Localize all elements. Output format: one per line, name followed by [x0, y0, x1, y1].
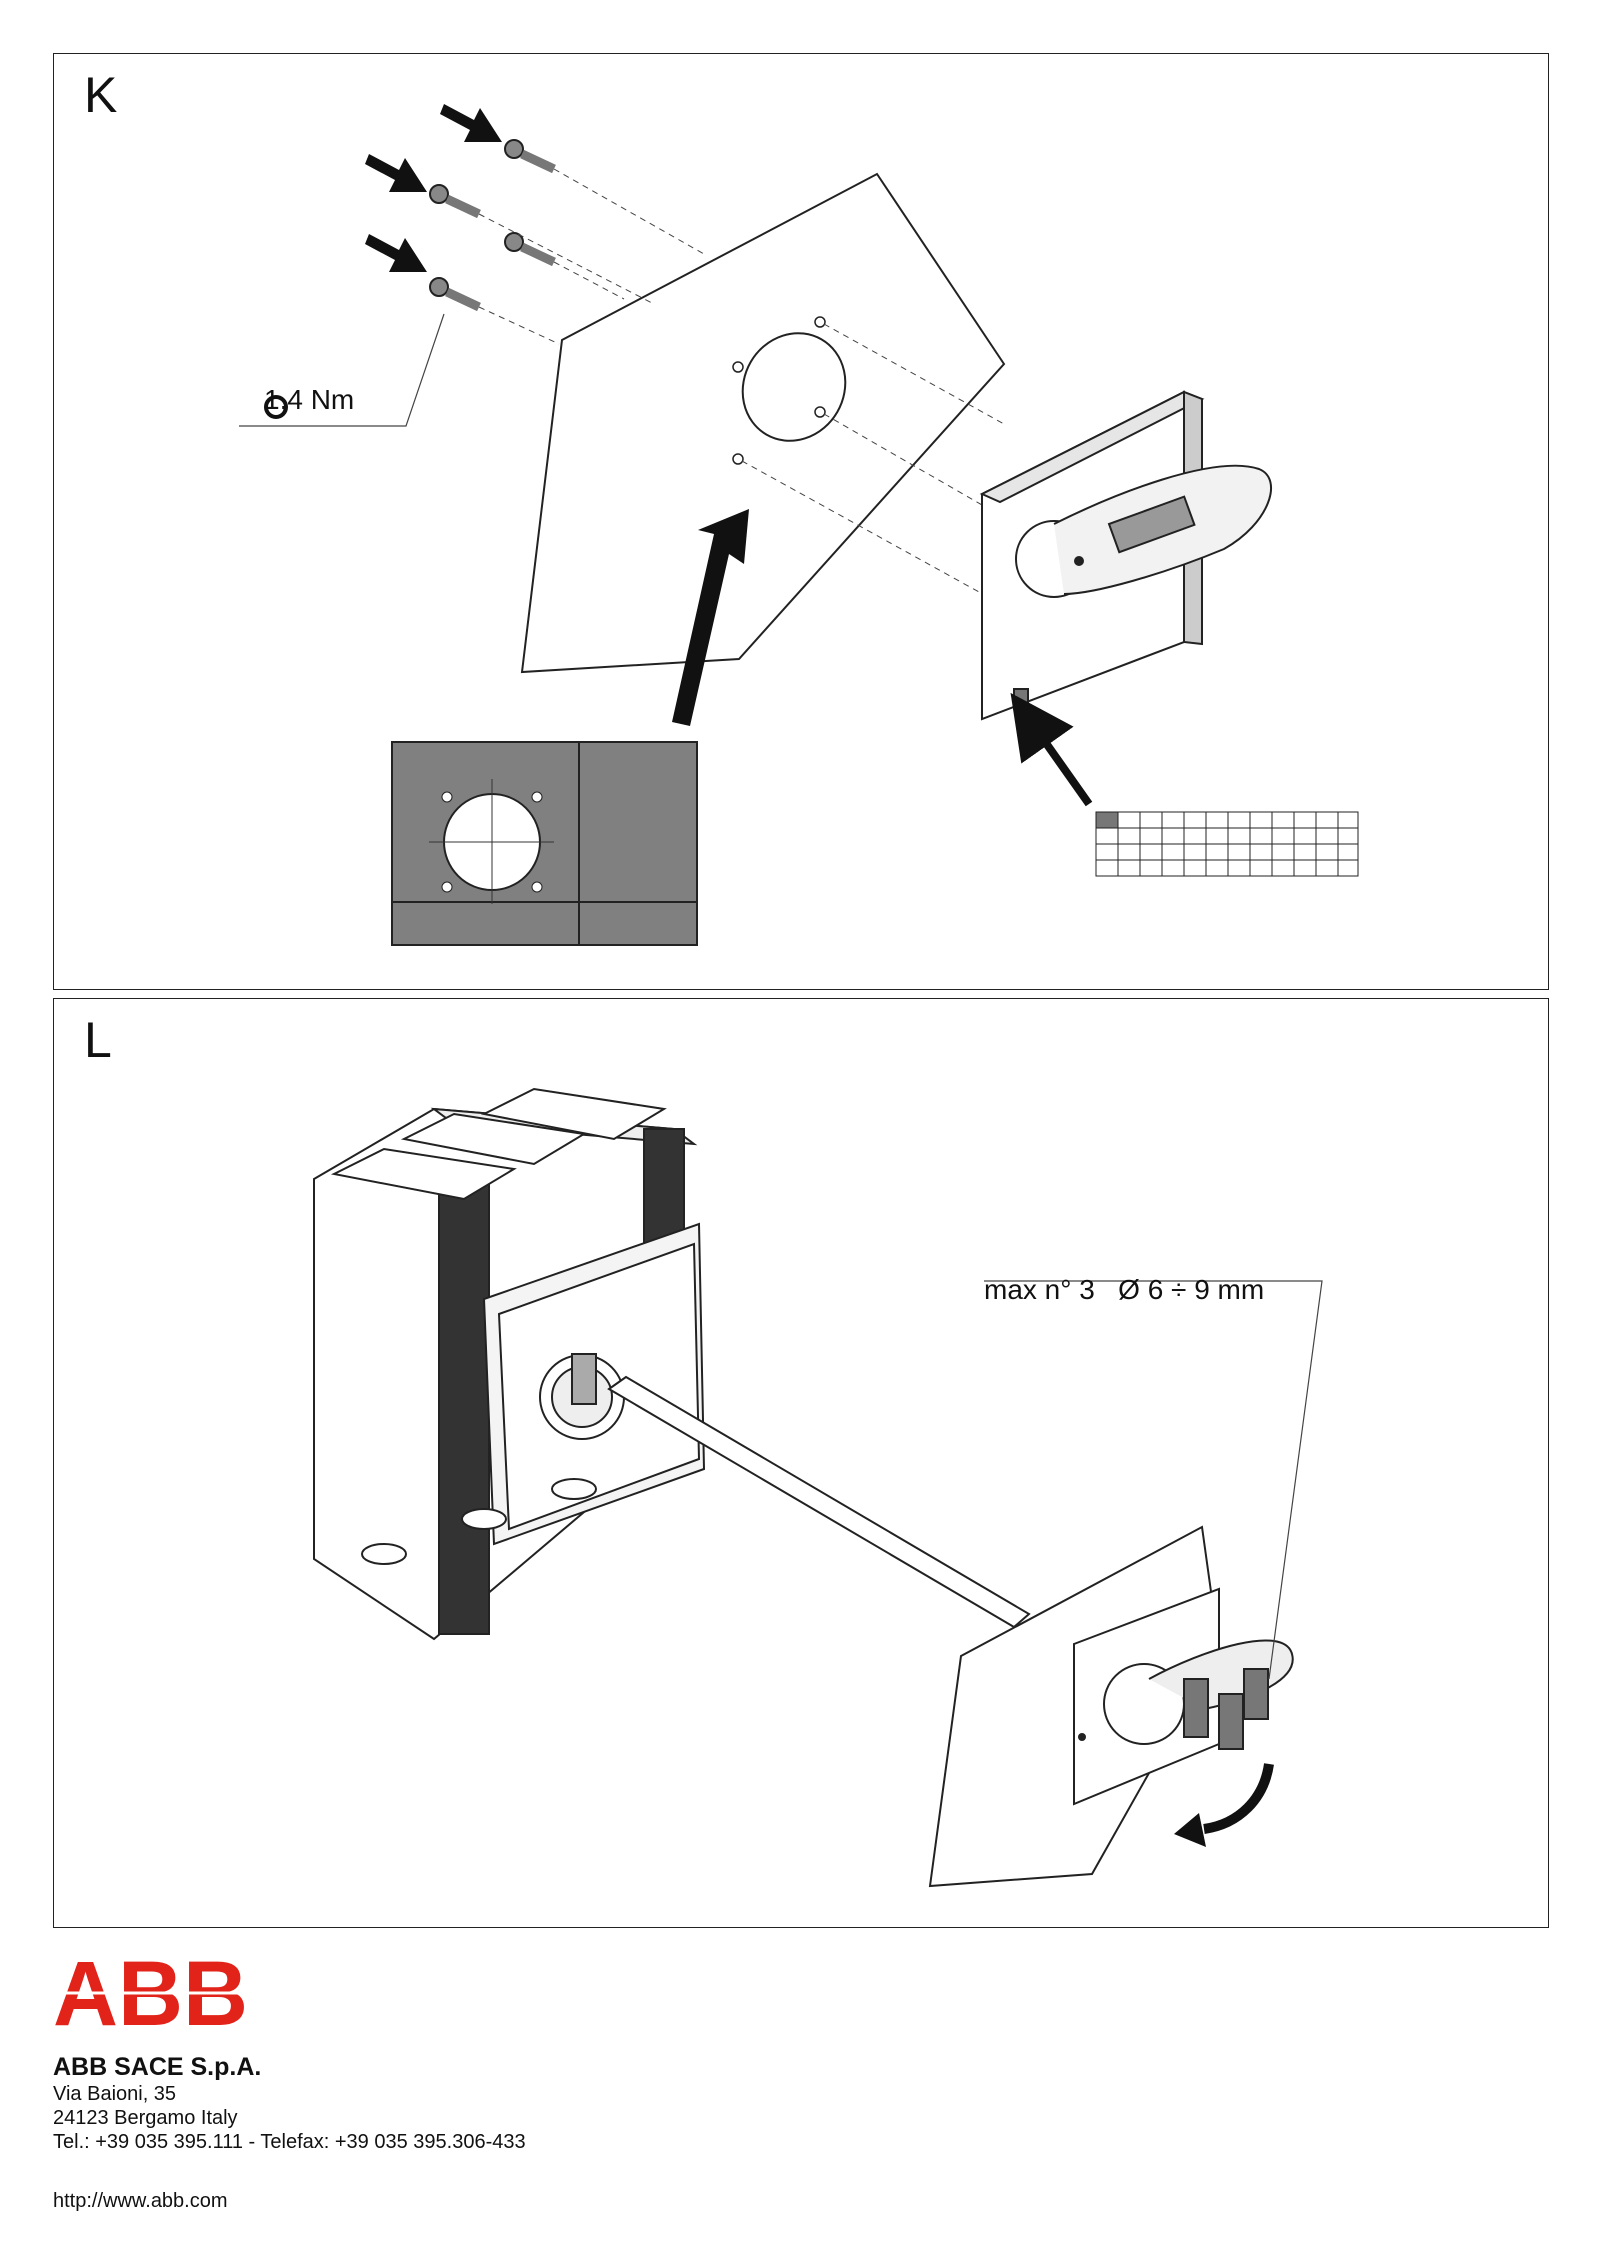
- rotation-arrow: [1203, 1763, 1274, 1834]
- circuit-breaker: [313, 1087, 706, 1641]
- insert-arrow: [672, 509, 749, 726]
- padlocked-handle: [1073, 1587, 1294, 1806]
- panel-k: K: [53, 53, 1549, 990]
- handle-unit: [979, 390, 1273, 721]
- panel-l-letter: L: [84, 1012, 112, 1068]
- extension-shaft: [607, 1375, 1031, 1629]
- screw-2: [429, 184, 481, 219]
- panel-l: L: [53, 998, 1549, 1928]
- panel-k-drawing: [239, 104, 1359, 946]
- footer: ABB ABB SACE S.p.A. Via Baioni, 35 24123…: [53, 1945, 753, 2245]
- torque-icon: [264, 395, 288, 419]
- abb-logo: ABB: [53, 1945, 253, 2035]
- padlock-spec: max n° 3 Ø 6 ÷ 9 mm: [984, 1274, 1265, 1305]
- door-cutout: [741, 332, 847, 442]
- website-link[interactable]: http://www.abb.com: [53, 2190, 228, 2212]
- screw-4: [429, 277, 481, 312]
- panel-k-letter: K: [84, 67, 118, 123]
- cutout-template: [391, 741, 698, 946]
- address-street: Via Baioni, 35: [53, 2083, 177, 2105]
- panel-l-drawing: [313, 1087, 1323, 1888]
- screw-1: [504, 139, 556, 174]
- company-name: ABB SACE S.p.A.: [53, 2053, 262, 2081]
- abb-logo-text: ABB: [53, 1945, 248, 2035]
- torque-value: 1,4 Nm: [264, 384, 355, 415]
- screw-3: [504, 232, 556, 267]
- address-city: 24123 Bergamo Italy: [53, 2107, 238, 2129]
- contact-phone: Tel.: +39 035 395.111 - Telefax: +39 035…: [53, 2131, 526, 2153]
